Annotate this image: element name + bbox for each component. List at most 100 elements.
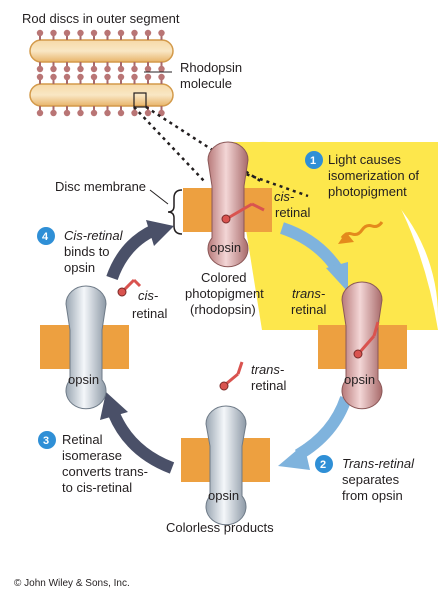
disc-rhodopsin-dot (50, 109, 57, 117)
disc-rhodopsin-dot (104, 65, 111, 73)
zoom-line-right-2 (239, 170, 309, 198)
disc-rhodopsin-dot (77, 29, 84, 37)
disc-rhodopsin-dot (144, 109, 152, 117)
disc-rhodopsin-dot (117, 65, 125, 73)
disc-rhodopsin-dot (104, 29, 111, 37)
opsin-label-right: opsin (344, 372, 375, 387)
cis-top-1: cis- (274, 189, 295, 204)
disc-rhodopsin-dot (63, 109, 71, 117)
zoom-line-right (145, 105, 263, 184)
disc-rhodopsin-dot (77, 65, 84, 73)
step1-num: 1 (310, 155, 316, 167)
center-line1: Colored (201, 270, 247, 285)
disc-rhodopsin-dot (144, 65, 152, 73)
rod-disc-bottom (29, 83, 174, 107)
membrane-leader (149, 189, 169, 205)
light-wavy-arrow (340, 221, 384, 239)
arrow-step2 (294, 395, 352, 461)
light-wedge-arc (258, 141, 439, 318)
arrow-step4 (106, 224, 157, 281)
step1-line2: isomerization of (328, 168, 419, 183)
arrow-step2-head (278, 444, 310, 470)
rhodopsin-dots (36, 29, 165, 117)
disc-rhodopsin-dot (158, 29, 165, 37)
rod-discs-label: Rod discs in outer segment (22, 11, 180, 26)
membrane-brace (167, 189, 183, 235)
step3-num: 3 (43, 435, 49, 447)
opsin-label-bottom: opsin (208, 488, 239, 503)
disc-rhodopsin-dot (131, 65, 138, 73)
step4-line1: Cis-retinal (64, 228, 124, 243)
step2-line3: from opsin (342, 488, 403, 503)
step3-line4: to cis-retinal (62, 480, 132, 495)
disc-rhodopsin-dot (36, 65, 44, 73)
rhodopsin-callout-box (133, 92, 147, 108)
disc-rhodopsin-dot (144, 29, 152, 37)
opsin-left (40, 285, 129, 410)
disc-rhodopsin-dot (77, 109, 84, 117)
rod-disc-top (29, 39, 174, 63)
step2-circle (315, 455, 333, 473)
step4-line3: opsin (64, 260, 95, 275)
trans-retinal-free (219, 361, 244, 391)
step3-line3: converts trans- (62, 464, 148, 479)
disc-rhodopsin-dot (63, 65, 71, 73)
disc-rhodopsin-dot (50, 65, 57, 73)
step2-line2: separates (342, 472, 400, 487)
trans-right-1: trans- (292, 286, 326, 301)
arrow-step1-head (326, 262, 348, 292)
light-wavy-arrow-head (338, 232, 354, 244)
trans-free-1: trans- (251, 362, 285, 377)
arrow-step3-head (100, 392, 128, 420)
cis-top-2: retinal (275, 205, 311, 220)
arrow-step3 (108, 411, 175, 474)
rhodopsin-top (183, 141, 272, 268)
arrow-step1 (279, 222, 343, 274)
opsin-bottom (181, 405, 270, 526)
arrow-step4-head (146, 220, 174, 246)
cis-retinal-bound (227, 202, 253, 220)
step1-line3: photopigment (328, 184, 407, 199)
step1-circle (305, 151, 323, 169)
disc-rhodopsin-dot (104, 109, 111, 117)
trans-right-2: retinal (291, 302, 327, 317)
trans-free-2: retinal (251, 378, 287, 393)
opsin-label-left: opsin (68, 372, 99, 387)
disc-rhodopsin-dot (63, 29, 71, 37)
disc-rhodopsin-dot (131, 73, 138, 81)
zoom-line-left (133, 106, 206, 183)
disc-membrane-label: Disc membrane (55, 179, 146, 194)
disc-rhodopsin-dot (63, 73, 71, 81)
cis-left-1: cis- (138, 288, 159, 303)
disc-rhodopsin-dot (144, 73, 152, 81)
step3-circle (38, 431, 56, 449)
disc-rhodopsin-dot (50, 73, 57, 81)
disc-rhodopsin-dot (131, 29, 138, 37)
step3-line2: isomerase (62, 448, 122, 463)
copyright: © John Wiley & Sons, Inc. (14, 578, 130, 589)
center-line3: (rhodopsin) (190, 302, 256, 317)
cis-retinal-free (117, 278, 142, 297)
step4-num: 4 (42, 231, 49, 243)
disc-rhodopsin-dot (90, 29, 98, 37)
step3-line1: Retinal (62, 432, 103, 447)
step2-line1: Trans-retinal (342, 456, 415, 471)
disc-rhodopsin-dot (50, 29, 57, 37)
center-line2: photopigment (185, 286, 264, 301)
disc-rhodopsin-dot (158, 73, 165, 81)
disc-rhodopsin-dot (117, 73, 125, 81)
rhodopsin-label-2: molecule (180, 76, 232, 91)
disc-rhodopsin-dot (36, 29, 44, 37)
disc-rhodopsin-dot (90, 73, 98, 81)
disc-rhodopsin-dot (36, 73, 44, 81)
rhodopsin-right (318, 281, 407, 410)
step1-line1: Light causes (328, 152, 401, 167)
disc-rhodopsin-dot (90, 109, 98, 117)
trans-retinal-bound (358, 335, 376, 353)
step4-line2: binds to (64, 244, 110, 259)
disc-rhodopsin-dot (117, 109, 125, 117)
disc-rhodopsin-dot (104, 73, 111, 81)
disc-rhodopsin-dot (36, 109, 44, 117)
cis-left-2: retinal (132, 306, 168, 321)
